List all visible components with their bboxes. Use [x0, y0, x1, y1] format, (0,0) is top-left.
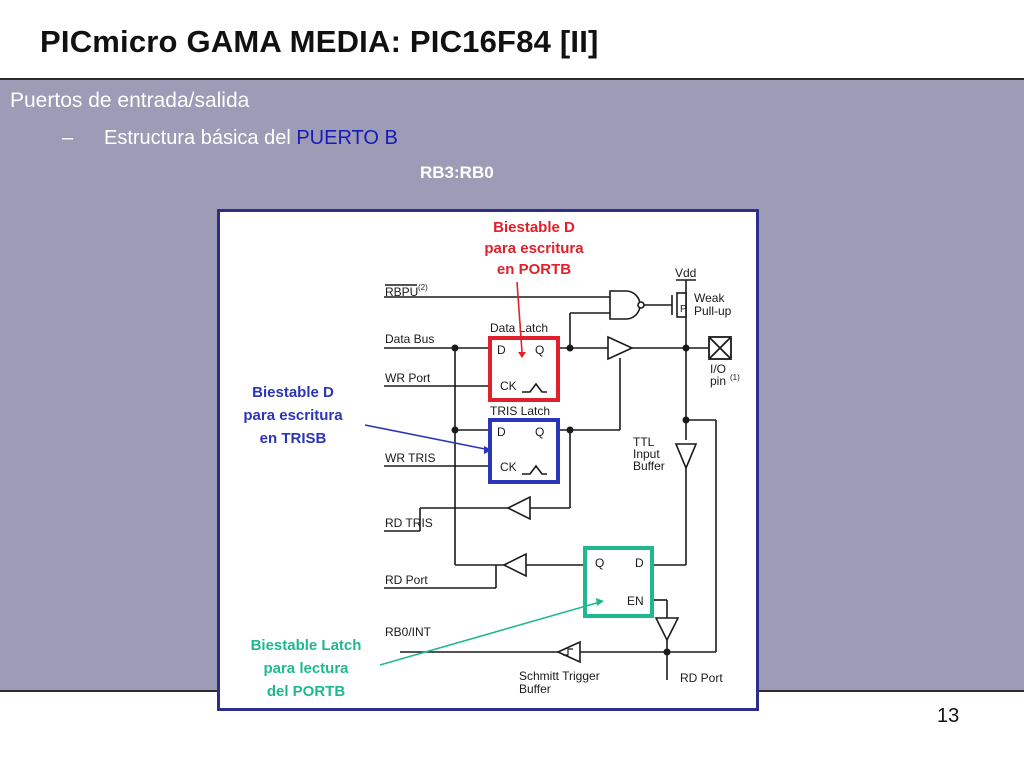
- label-rd-port: RD Port: [385, 573, 428, 587]
- annotation-green-line3: del PORTB: [267, 683, 346, 700]
- junction-dot: [566, 344, 574, 352]
- annotation-red-line3: en PORTB: [497, 261, 571, 278]
- latch-en: EN: [627, 594, 644, 608]
- label-rb0-int: RB0/INT: [385, 625, 432, 639]
- junction-dot: [682, 416, 690, 424]
- label-io-note: (1): [730, 373, 740, 382]
- output-buffer-icon: [607, 335, 634, 361]
- port-read-buffer-icon: [502, 552, 527, 578]
- nand-bubble-icon: [637, 301, 645, 309]
- bullet-highlight: PUERTO B: [296, 127, 398, 149]
- annotation-arrow-blue: [364, 424, 491, 451]
- clock-edge-icon: [522, 382, 547, 393]
- read-latch-box: [583, 546, 654, 618]
- bullet-level-1: Puertos de entrada/salida: [10, 89, 250, 112]
- page-number: 13: [937, 705, 960, 727]
- annotation-blue-line2: para escritura: [243, 407, 343, 424]
- latch-ck: CK: [500, 379, 517, 393]
- bullet-dash: –: [62, 127, 74, 149]
- pmos-icon: [676, 292, 687, 318]
- annotation-green-line2: para lectura: [263, 660, 349, 677]
- junction-dot: [451, 344, 459, 352]
- latch-d: D: [635, 556, 644, 570]
- latch-q: Q: [535, 343, 544, 357]
- en-inverter-icon: [654, 617, 680, 642]
- subheading: RB3:RB0: [420, 163, 494, 182]
- annotation-arrow-green: [379, 601, 601, 666]
- latch-d: D: [497, 425, 506, 439]
- label-rd-tris: RD TRIS: [385, 516, 433, 530]
- schmitt-hysteresis-icon: [563, 648, 573, 656]
- label-rbpu-note: (2): [418, 283, 428, 292]
- label-pullup: Pull-up: [694, 304, 732, 318]
- latch-q: Q: [595, 556, 604, 570]
- label-rd-port-bottom: RD Port: [680, 671, 723, 685]
- label-data-bus: Data Bus: [385, 332, 434, 346]
- data-latch-box: [488, 336, 560, 402]
- label-vdd: Vdd: [675, 266, 696, 280]
- junction-dot: [451, 426, 459, 434]
- junction-dot: [682, 344, 690, 352]
- label-tris-latch: TRIS Latch: [490, 404, 550, 418]
- bullet-text: Estructura básica del: [104, 127, 297, 149]
- label-buffer: Buffer: [633, 459, 665, 473]
- title-divider: [0, 78, 1024, 80]
- arrowhead-red-icon: [518, 352, 526, 358]
- label-io: I/O: [710, 362, 726, 376]
- tris-read-buffer-icon: [506, 495, 531, 521]
- latch-ck: CK: [500, 460, 517, 474]
- annotation-blue-line1: Biestable D: [252, 384, 334, 401]
- arrowhead-green-icon: [596, 598, 604, 606]
- annotation-red-line1: Biestable D: [493, 219, 575, 236]
- annotation-blue-line3: en TRISB: [260, 430, 327, 447]
- label-p: P: [680, 304, 687, 315]
- annotation-green-line1: Biestable Latch: [251, 637, 362, 654]
- junction-dot: [566, 426, 574, 434]
- annotation-arrow-red: [516, 281, 523, 353]
- label-schmitt: Schmitt Trigger: [519, 669, 600, 683]
- label-wr-tris: WR TRIS: [385, 451, 435, 465]
- tris-latch-box: [488, 418, 560, 484]
- label-rbpu: RBPU: [385, 285, 418, 299]
- schmitt-buffer-icon: [556, 640, 581, 664]
- label-weak: Weak: [694, 291, 725, 305]
- latch-q: Q: [535, 425, 544, 439]
- nand-gate-icon: [609, 290, 641, 320]
- page-title: PICmicro GAMA MEDIA: PIC16F84 [II]: [40, 24, 599, 59]
- label-input: Input: [633, 447, 660, 461]
- label-data-latch: Data Latch: [490, 321, 548, 335]
- label-ttl: TTL: [633, 435, 655, 449]
- latch-d: D: [497, 343, 506, 357]
- arrowhead-blue-icon: [484, 446, 492, 454]
- clock-edge-icon: [522, 464, 547, 475]
- ttl-buffer-icon: [674, 443, 698, 471]
- label-pin: pin: [710, 374, 726, 388]
- annotation-red-line2: para escritura: [484, 240, 584, 257]
- label-schmitt-buffer: Buffer: [519, 682, 551, 696]
- bullet-level-2: – Estructura básica del PUERTO B: [62, 127, 398, 150]
- junction-dot: [663, 648, 671, 656]
- label-wr-port: WR Port: [385, 371, 431, 385]
